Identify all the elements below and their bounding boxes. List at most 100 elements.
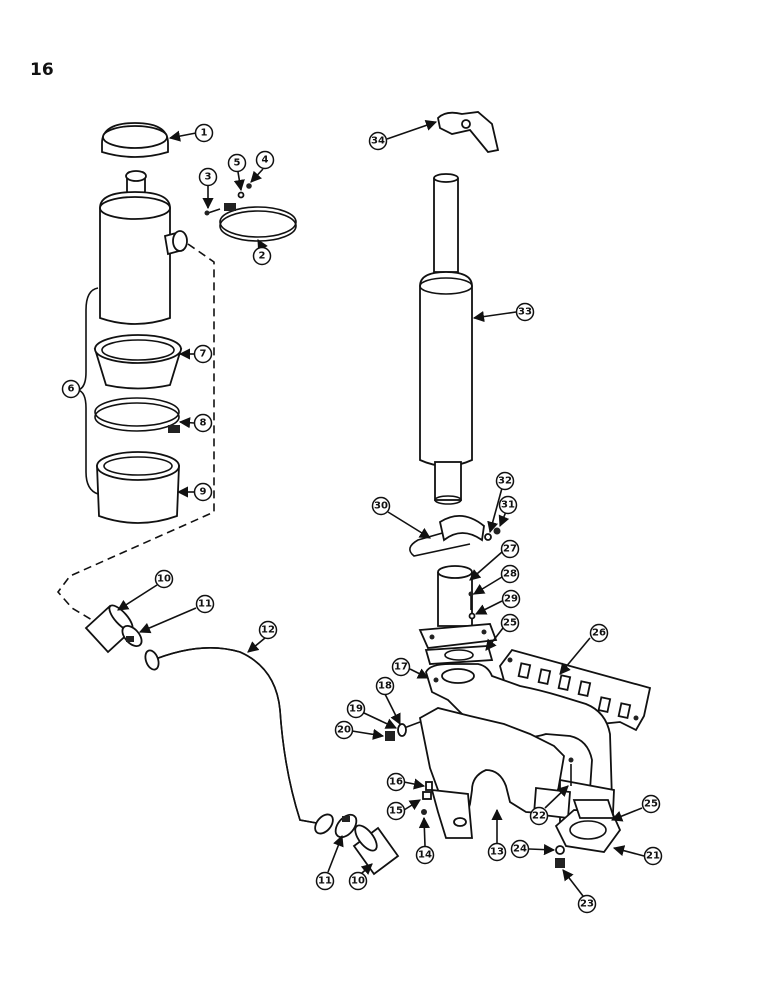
stud [425, 781, 433, 791]
svg-text:16: 16 [389, 777, 403, 788]
callout-15: 15 [386, 799, 421, 821]
svg-text:14: 14 [418, 850, 432, 861]
svg-text:12: 12 [261, 625, 275, 636]
callout-18: 18 [375, 676, 401, 726]
callout-10-upper: 10 [117, 569, 174, 611]
outlet-flange [554, 809, 622, 853]
svg-text:20: 20 [337, 725, 351, 736]
callout-20: 20 [334, 720, 385, 740]
svg-text:31: 31 [501, 500, 515, 511]
svg-text:24: 24 [513, 844, 527, 855]
callout-11-upper: 11 [138, 594, 215, 634]
callout-10-lower: 10 [348, 863, 373, 891]
svg-text:18: 18 [378, 681, 392, 692]
callout-34: 34 [368, 120, 438, 151]
clamp-screw [204, 208, 221, 216]
air-cleaner-body [99, 170, 188, 325]
muffler [419, 173, 473, 505]
svg-text:33: 33 [518, 307, 532, 318]
callout-3: 3 [198, 167, 218, 210]
bowl-clamp-ring [94, 397, 180, 433]
flange-washer [555, 845, 565, 855]
callout-1: 1 [168, 123, 214, 143]
callout-21: 21 [612, 845, 663, 866]
svg-text:22: 22 [532, 811, 546, 822]
callout-29: 29 [474, 589, 521, 615]
page-number: 16 [30, 60, 54, 80]
svg-text:11: 11 [318, 876, 332, 887]
svg-text:13: 13 [490, 847, 504, 858]
muffler-clamp [409, 515, 485, 557]
callout-33: 33 [472, 302, 535, 323]
callout-12: 12 [247, 620, 278, 653]
svg-text:2: 2 [259, 251, 266, 262]
svg-text:10: 10 [351, 876, 365, 887]
rain-cap [437, 111, 500, 153]
callout-31: 31 [498, 495, 518, 528]
svg-text:23: 23 [580, 899, 594, 910]
svg-text:6: 6 [68, 384, 75, 395]
callout-22: 22 [529, 785, 569, 826]
callout-8: 8 [178, 413, 213, 433]
callout-23: 23 [562, 869, 597, 914]
manifold-washer [397, 723, 407, 737]
oil-bowl [96, 451, 180, 524]
outlet-gasket [572, 799, 616, 819]
adapter-screw [468, 591, 474, 610]
callout-25-upper: 25 [485, 613, 520, 651]
svg-text:8: 8 [200, 418, 207, 429]
clamp-nut [246, 183, 252, 189]
small-nut [421, 809, 427, 815]
lock-washer [422, 791, 432, 800]
adapter-gasket [424, 645, 494, 665]
svg-text:29: 29 [504, 594, 518, 605]
callout-25-lower: 25 [610, 794, 661, 822]
callout-17: 17 [391, 657, 430, 679]
flange-nut [555, 858, 565, 868]
svg-text:7: 7 [200, 349, 207, 360]
svg-text:4: 4 [262, 155, 269, 166]
callout-11-lower: 11 [315, 834, 344, 891]
svg-text:15: 15 [389, 806, 403, 817]
svg-text:30: 30 [374, 501, 388, 512]
manifold-gasket [499, 648, 652, 732]
callout-6: 6 [61, 379, 81, 399]
svg-text:34: 34 [371, 136, 385, 147]
group-bracket [77, 287, 99, 495]
svg-text:19: 19 [349, 704, 363, 715]
clamp-washer [237, 191, 245, 199]
adapter-washer [468, 612, 476, 620]
callout-2: 2 [252, 239, 272, 266]
callout-13: 13 [487, 808, 507, 862]
svg-text:1: 1 [201, 128, 208, 139]
band-clamp [219, 203, 297, 242]
hose-lower [352, 824, 400, 876]
hose-route-line [56, 243, 215, 621]
manifold-stud [403, 721, 421, 729]
flange-stud [568, 757, 574, 786]
clamp-bolt-nut [493, 527, 501, 535]
callout-24: 24 [510, 839, 556, 859]
svg-text:25: 25 [644, 799, 658, 810]
callout-16: 16 [386, 772, 426, 792]
manifold-nut [385, 731, 395, 741]
callout-4: 4 [250, 150, 275, 183]
svg-text:27: 27 [503, 544, 517, 555]
callout-26: 26 [559, 623, 609, 675]
svg-text:9: 9 [200, 487, 207, 498]
callout-9: 9 [176, 482, 213, 502]
svg-text:28: 28 [503, 569, 517, 580]
callout-27: 27 [469, 539, 520, 581]
callout-32: 32 [487, 471, 515, 534]
callout-28: 28 [473, 564, 520, 595]
inlet-tube [144, 647, 334, 835]
svg-text:21: 21 [646, 851, 660, 862]
clamp-bolt-washer [484, 533, 492, 541]
svg-text:32: 32 [498, 476, 512, 487]
svg-text:3: 3 [205, 172, 212, 183]
svg-text:10: 10 [157, 574, 171, 585]
svg-text:26: 26 [592, 628, 606, 639]
svg-text:25: 25 [503, 618, 517, 629]
